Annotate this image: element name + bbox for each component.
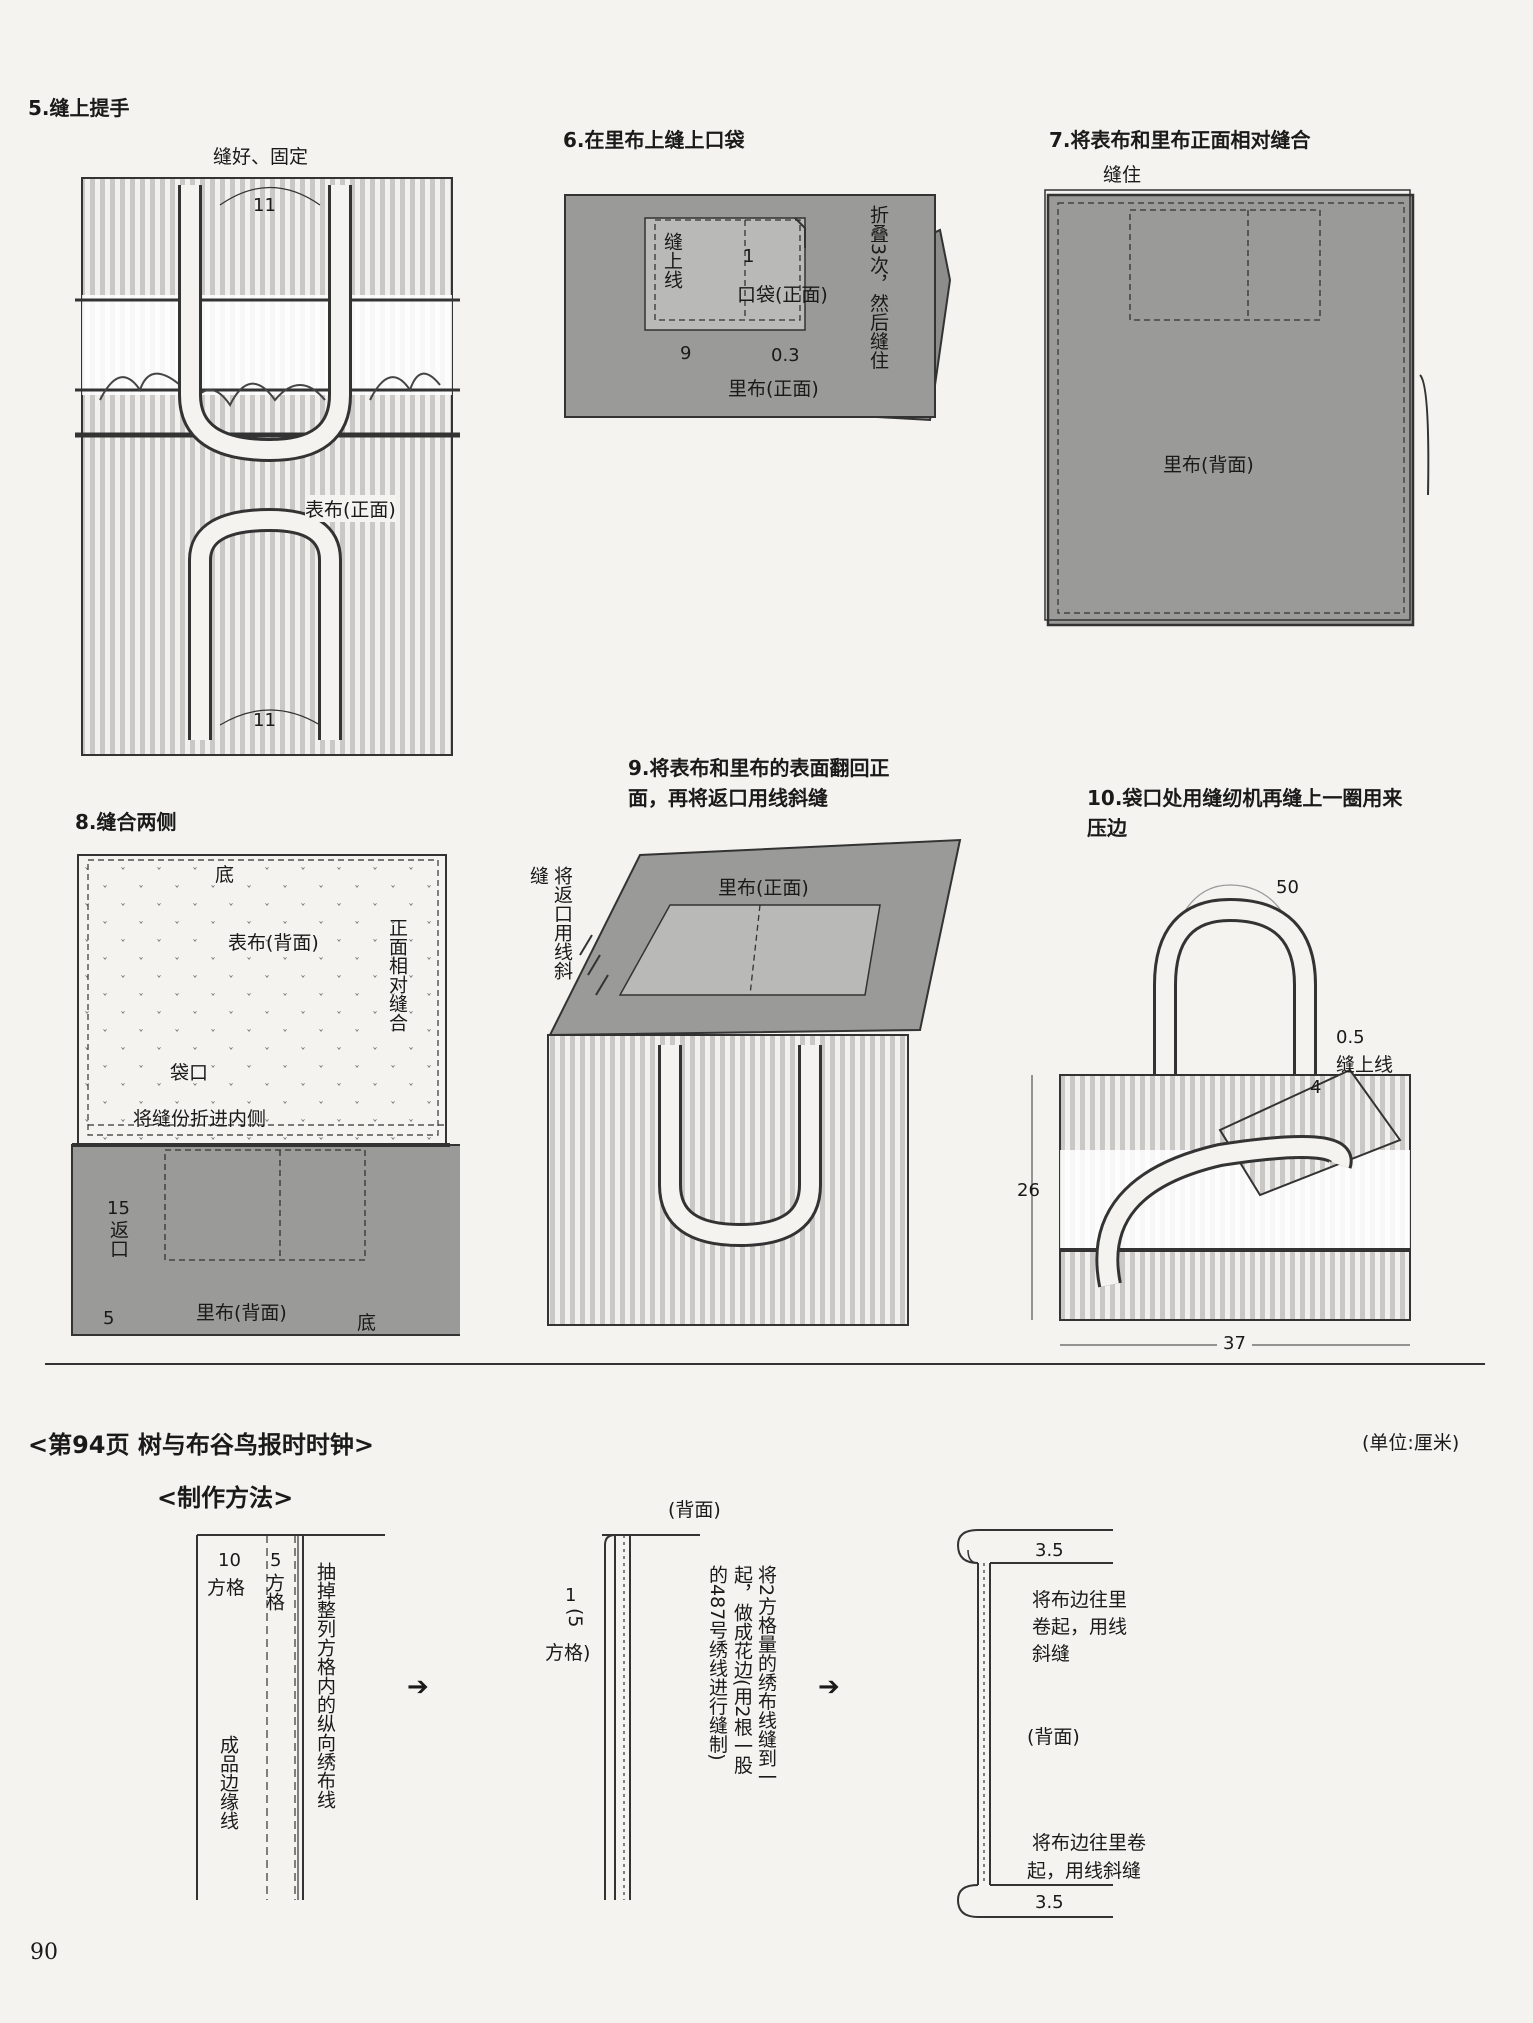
- step8-title: 8.缝合两侧: [75, 810, 177, 834]
- step10-dim05: 0.5: [1336, 1027, 1365, 1048]
- p1-d10-unit: 方格: [207, 1577, 246, 1599]
- step5-note-top: 缝好、固定: [213, 146, 309, 168]
- p3-d35-bottom: 3.5: [1035, 1892, 1064, 1913]
- p3-roll-c: 斜缝: [1032, 1643, 1071, 1665]
- step10-dim4: 4: [1310, 1077, 1322, 1098]
- method-heading: <制作方法>: [157, 1484, 294, 1512]
- step5-dim-bottom: 11: [253, 710, 276, 731]
- step8-facing-note: 正面相对缝合: [386, 918, 408, 1032]
- page-number: 90: [30, 1940, 58, 1965]
- step5-dim-top: 11: [253, 195, 276, 216]
- step7-title: 7.将表布和里布正面相对缝合: [1049, 128, 1311, 152]
- step10-dim50: 50: [1276, 877, 1299, 898]
- step10-title-1: 10.袋口处用缝纫机再缝上一圈用来: [1087, 786, 1403, 810]
- p1-edge-note: 成品边缘线: [217, 1735, 239, 1830]
- step8-return-label: 返口: [107, 1220, 129, 1258]
- step7-sew-label: 缝住: [1103, 164, 1142, 186]
- section-divider: [45, 1363, 1485, 1365]
- step8-opening: 袋口: [170, 1062, 209, 1084]
- step7-diagram: [1044, 189, 1430, 627]
- p1-d5-unit: 方格: [263, 1573, 285, 1611]
- p3-roll-b: 卷起，用线: [1032, 1616, 1128, 1638]
- step10-sew-label: 缝上线: [1336, 1054, 1394, 1076]
- p3-roll2-a: 将布边往里卷: [1032, 1832, 1147, 1854]
- p2-back: (背面): [668, 1499, 721, 1521]
- step6-dim1: 1: [743, 246, 755, 267]
- step7-lining-back: 里布(背面): [1163, 454, 1254, 476]
- step10-title-2: 压边: [1087, 816, 1127, 840]
- p2-d5-unit: 方格): [545, 1642, 591, 1664]
- unit-label: (单位:厘米): [1362, 1432, 1460, 1454]
- section-heading: <第94页 树与布谷鸟报时时钟>: [28, 1431, 374, 1459]
- step6-fold-note: 折叠3次，然后缝住: [867, 205, 889, 370]
- p1-pull-note: 抽掉整列方格内的纵向绣布线: [314, 1562, 336, 1809]
- step8-lining-back: 里布(背面): [196, 1302, 287, 1324]
- step9-lining-front: 里布(正面): [718, 877, 809, 899]
- step8-bottom: 底: [215, 864, 235, 886]
- p3-back: (背面): [1027, 1726, 1080, 1748]
- p2-instr-b: 起，做成花边(用2根一股: [731, 1565, 753, 1775]
- step10-dim26: 26: [1017, 1180, 1040, 1201]
- method-panel2: [602, 1533, 700, 1900]
- step9-title-1: 9.将表布和里布的表面翻回正: [628, 756, 890, 780]
- step8-bottom2: 底: [357, 1312, 377, 1334]
- step6-dim03: 0.3: [771, 345, 800, 366]
- p1-d10: 10: [218, 1550, 241, 1571]
- arrow-right-1-icon: ➔: [407, 1672, 429, 1702]
- p2-d5: (5: [564, 1608, 586, 1628]
- p2-instr-c: 的487号绣线进行缝制): [706, 1565, 728, 1761]
- p2-d1: 1: [565, 1585, 577, 1606]
- step6-title: 6.在里布上缝上口袋: [563, 128, 745, 152]
- step6-diagram: [564, 194, 952, 422]
- p2-instr-a: 将2方格量的绣布线缝到一: [755, 1565, 777, 1787]
- step10-diagram: [1031, 884, 1411, 1346]
- step8-diagram: [71, 854, 460, 1336]
- step6-pocket-label: 口袋(正面): [737, 284, 828, 306]
- arrow-right-2-icon: ➔: [818, 1672, 840, 1702]
- step9-slant-note: 将返口用线斜缝: [527, 866, 573, 980]
- step6-dim9: 9: [680, 343, 692, 364]
- step10-dim37: 37: [1217, 1333, 1252, 1354]
- step8-outer-back: 表布(背面): [228, 932, 319, 954]
- method-panel3: [956, 1529, 1113, 1918]
- step8-dim5: 5: [103, 1308, 115, 1329]
- step5-diagram: [75, 177, 460, 756]
- step9-diagram: [547, 838, 962, 1326]
- method-panel1: [196, 1534, 385, 1900]
- step5-title: 5.缝上提手: [28, 96, 130, 120]
- step6-sew-line: 缝上线: [661, 232, 683, 289]
- p3-roll-a: 将布边往里: [1032, 1589, 1128, 1611]
- p3-d35-top: 3.5: [1035, 1540, 1064, 1561]
- step8-fold-in: 将缝份折进内侧: [133, 1108, 267, 1130]
- step6-lining-label: 里布(正面): [728, 378, 819, 400]
- p3-roll2-b: 起，用线斜缝: [1027, 1860, 1142, 1882]
- step5-face-label: 表布(正面): [305, 495, 396, 522]
- step8-return-dim: 15: [107, 1198, 130, 1219]
- p1-d5: 5: [270, 1550, 282, 1571]
- step9-title-2: 面，再将返口用线斜缝: [628, 786, 828, 810]
